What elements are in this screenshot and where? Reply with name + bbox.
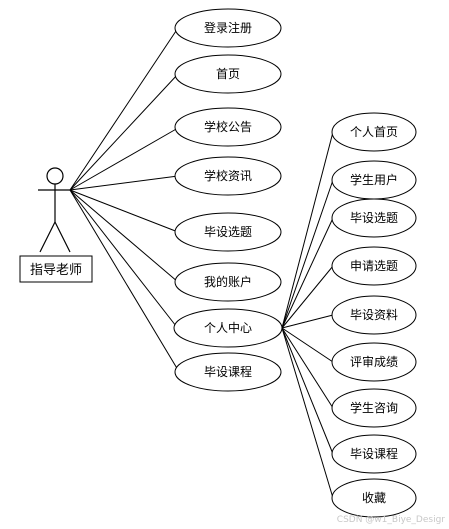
use-case-ellipse xyxy=(331,434,417,474)
assoc-line-sub-3 xyxy=(281,217,334,329)
use-case-label: 毕设资料 xyxy=(350,308,398,322)
use-case-thesis-topic: 毕设选题 xyxy=(174,212,282,252)
use-case-login: 登录注册 xyxy=(174,8,282,48)
actor-right-leg xyxy=(54,221,71,253)
use-case-ellipse xyxy=(331,295,417,335)
use-case-label: 我的账户 xyxy=(204,274,252,289)
use-case-ellipse xyxy=(331,478,417,518)
use-case-student-users: 学生用户 xyxy=(331,160,417,200)
actor-figure xyxy=(38,167,72,253)
use-case-ellipse xyxy=(174,8,282,48)
use-case-thesis-materials: 毕设资料 xyxy=(331,295,417,335)
use-case-label: 收藏 xyxy=(362,491,386,505)
use-case-home: 首页 xyxy=(174,54,282,94)
use-case-personal-center: 个人中心 xyxy=(173,308,283,348)
use-case-school-notice: 学校公告 xyxy=(174,107,282,147)
use-case-ellipse xyxy=(174,107,282,147)
use-case-ellipse xyxy=(331,342,417,382)
use-case-ellipse xyxy=(174,156,282,196)
use-case-label: 评审成绩 xyxy=(350,354,398,369)
assoc-line-sub-7 xyxy=(281,327,334,409)
use-case-label: 毕设选题 xyxy=(204,225,252,239)
assoc-line-account xyxy=(69,189,179,283)
assoc-line-home xyxy=(69,73,179,191)
use-case-ellipse xyxy=(331,246,417,286)
use-case-ellipse xyxy=(173,308,283,348)
use-case-label: 学生咨询 xyxy=(350,400,398,415)
use-case-label: 登录注册 xyxy=(204,20,252,35)
actor-head xyxy=(46,167,64,185)
assoc-line-notice xyxy=(69,127,179,191)
assoc-line-sub-6 xyxy=(281,327,334,363)
use-case-apply-topic: 申请选题 xyxy=(331,246,417,286)
use-case-ellipse xyxy=(174,212,282,252)
assoc-line-sub-4 xyxy=(281,265,334,329)
use-case-review-grades: 评审成绩 xyxy=(331,342,417,382)
use-case-favorites: 收藏 xyxy=(331,478,417,518)
association-lines xyxy=(69,27,334,499)
assoc-line-sub-1 xyxy=(281,131,334,329)
use-case-my-account: 我的账户 xyxy=(174,262,282,302)
assoc-line-login xyxy=(69,27,179,191)
actor-left-leg xyxy=(39,221,56,253)
use-case-label: 学生用户 xyxy=(350,172,398,187)
use-case-label: 毕设课程 xyxy=(204,364,252,379)
use-case-label: 个人首页 xyxy=(350,125,398,139)
use-case-thesis-course: 毕设课程 xyxy=(174,352,282,392)
assoc-line-course xyxy=(69,189,179,371)
use-case-label: 毕设课程 xyxy=(350,446,398,461)
use-case-personal-home: 个人首页 xyxy=(331,112,417,152)
use-case-student-consult: 学生咨询 xyxy=(331,388,417,428)
assoc-line-sub-8 xyxy=(281,327,334,455)
assoc-line-sub-9 xyxy=(281,327,334,499)
use-case-label: 首页 xyxy=(216,67,240,81)
use-case-ellipse xyxy=(331,198,417,238)
use-case-label: 学校公告 xyxy=(204,119,252,134)
assoc-line-topic xyxy=(69,189,179,233)
use-case-label: 学校资讯 xyxy=(204,168,252,183)
assoc-line-news xyxy=(69,175,179,191)
use-case-ellipse xyxy=(174,262,282,302)
actor-label: 指导老师 xyxy=(30,263,82,278)
use-case-label: 毕设选题 xyxy=(350,211,398,225)
assoc-line-sub-2 xyxy=(281,179,334,329)
use-case-ellipse xyxy=(174,352,282,392)
use-case-school-news: 学校资讯 xyxy=(174,156,282,196)
use-case-ellipse xyxy=(331,388,417,428)
use-case-ellipse xyxy=(174,54,282,94)
use-case-label: 申请选题 xyxy=(350,259,398,273)
use-case-sub-thesis-topic: 毕设选题 xyxy=(331,198,417,238)
use-case-ellipse xyxy=(331,112,417,152)
use-case-label: 个人中心 xyxy=(204,320,252,335)
assoc-line-sub-5 xyxy=(281,314,334,329)
use-case-sub-thesis-course: 毕设课程 xyxy=(331,434,417,474)
assoc-line-center xyxy=(69,189,177,327)
watermark: CSDN @w1_Biye_Desigr xyxy=(337,515,446,525)
actor-label-box xyxy=(19,255,93,283)
